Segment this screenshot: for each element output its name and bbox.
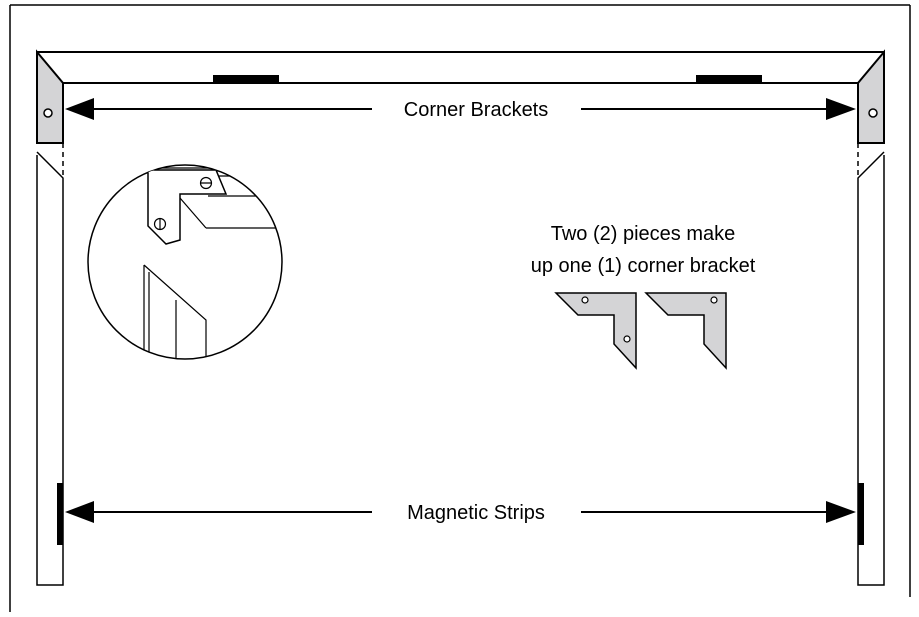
right-corner-bracket xyxy=(857,49,885,144)
arrow-right-icon xyxy=(826,501,856,523)
left-side-rail xyxy=(36,151,64,586)
bracket-hole-icon xyxy=(43,108,53,118)
corner-brackets-label: Corner Brackets xyxy=(404,99,549,121)
top-magnet-right xyxy=(696,75,762,83)
magnetic-strip-left xyxy=(57,483,63,545)
arrow-right-icon xyxy=(826,98,856,120)
top-frame-rail xyxy=(37,51,884,84)
note-line-1: Two (2) pieces make xyxy=(551,223,736,245)
left-corner-bracket xyxy=(36,49,64,144)
arrow-left-icon xyxy=(65,98,94,120)
bracket-hole-icon xyxy=(710,296,718,304)
bracket-hole-icon xyxy=(623,335,631,343)
figure-border xyxy=(9,4,911,612)
bracket-piece-1 xyxy=(554,292,637,370)
detail-magnifier xyxy=(87,164,283,360)
arrow-left-icon xyxy=(65,501,94,523)
right-side-rail xyxy=(857,151,885,586)
magnetic-strips-callout: Magnetic Strips xyxy=(57,483,864,545)
magnetic-strip-right xyxy=(858,483,864,545)
bracket-hole-icon xyxy=(581,296,589,304)
bracket-note: Two (2) pieces make up one (1) corner br… xyxy=(531,223,756,277)
bracket-hole-icon xyxy=(868,108,878,118)
top-magnet-left xyxy=(213,75,279,83)
magnetic-strips-label: Magnetic Strips xyxy=(407,502,545,524)
note-line-2: up one (1) corner bracket xyxy=(531,255,756,277)
corner-brackets-callout: Corner Brackets xyxy=(65,98,856,121)
bracket-piece-2 xyxy=(644,292,727,370)
